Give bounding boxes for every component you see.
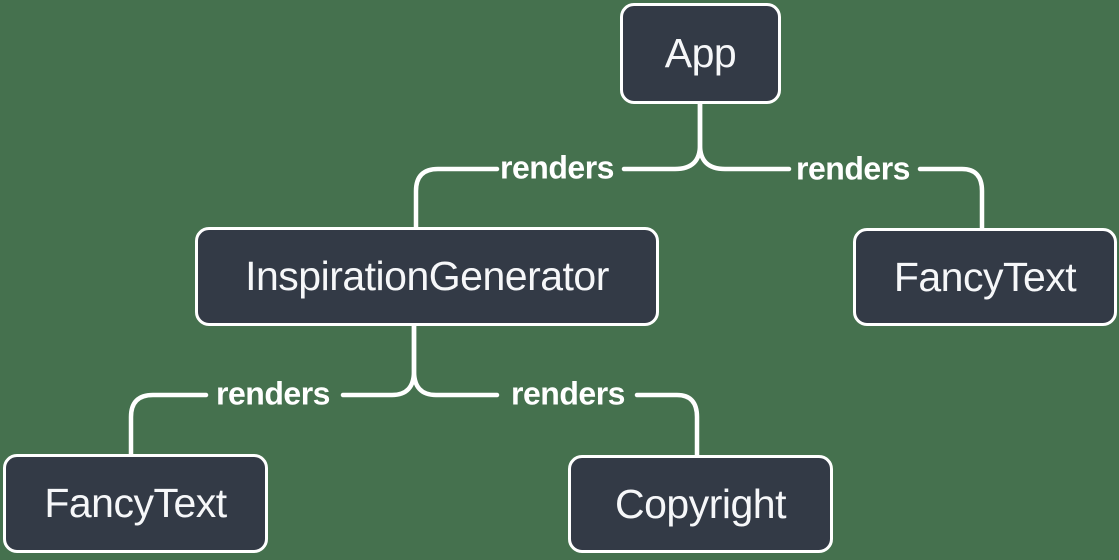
edge-line-app-inspirationgenerator-split [621, 101, 703, 172]
node-inspiration-generator: InspirationGenerator [195, 227, 659, 326]
node-app: App [620, 3, 781, 104]
edge-line-inspirationgenerator-fancytext-drop [128, 392, 209, 457]
node-fancy-text-top: FancyText [853, 228, 1117, 326]
node-inspiration-generator-label: InspirationGenerator [245, 253, 609, 299]
edge-line-app-fancytext-split [697, 101, 792, 172]
edge-label-renders-app-inspirationgenerator: renders [500, 149, 614, 186]
edge-line-app-fancytext-drop [917, 166, 985, 231]
node-app-label: App [664, 30, 737, 76]
node-copyright-label: Copyright [615, 480, 786, 527]
edge-line-inspirationgenerator-copyright-drop [634, 392, 700, 458]
edge-label-renders-inspirationgenerator-fancytext: renders [216, 375, 330, 412]
edge-label-renders-app-fancytext: renders [796, 150, 910, 187]
node-copyright: Copyright [568, 455, 833, 553]
edge-label-renders-inspirationgenerator-copyright: renders [511, 375, 625, 412]
edge-line-inspirationgenerator-copyright-split [411, 323, 500, 398]
edge-line-app-inspirationgenerator-drop [413, 166, 500, 230]
edge-line-inspirationgenerator-fancytext-split [340, 323, 417, 398]
node-fancy-text-bottom: FancyText [3, 454, 268, 553]
node-fancy-text-top-label: FancyText [893, 253, 1077, 300]
node-fancy-text-bottom-label: FancyText [44, 480, 227, 526]
